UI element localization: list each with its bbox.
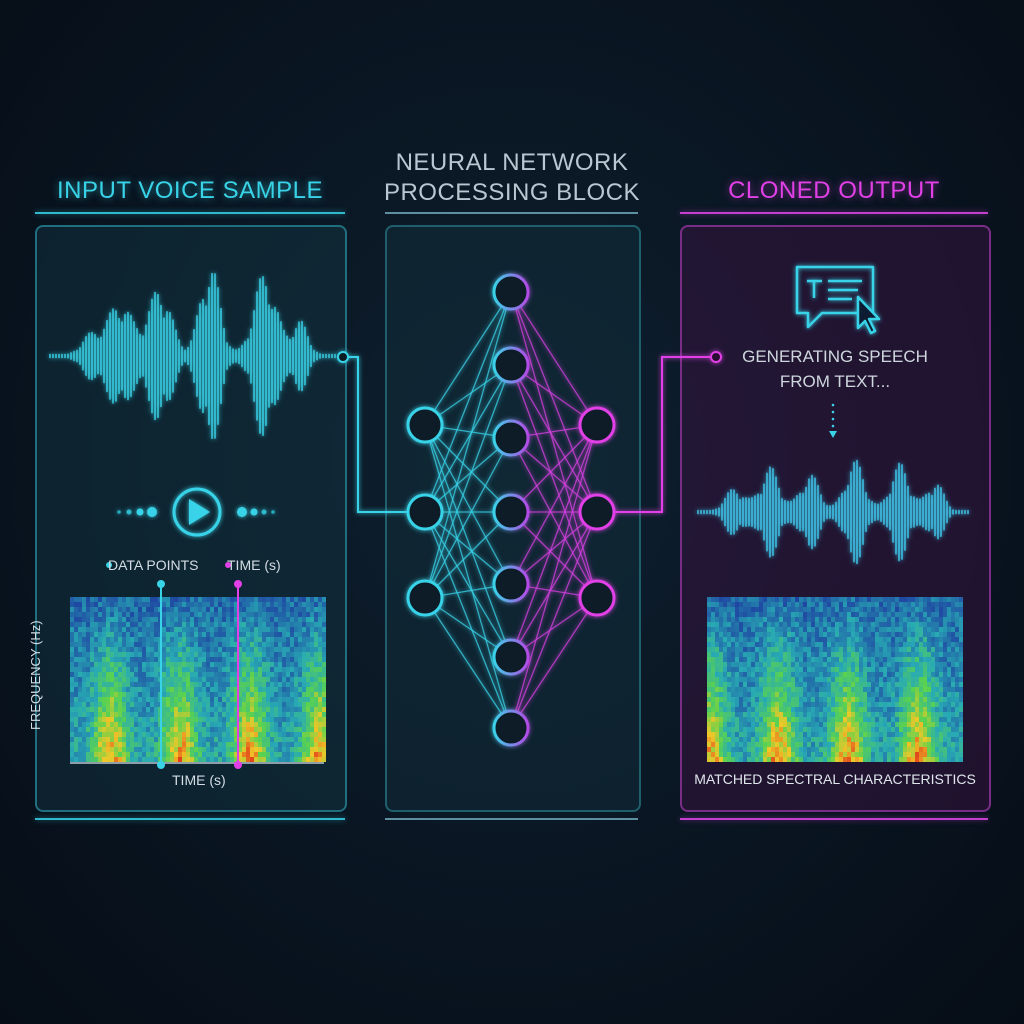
network-node bbox=[406, 406, 444, 444]
network-title-line2: PROCESSING BLOCK bbox=[383, 179, 641, 206]
data-points-marker bbox=[157, 580, 165, 769]
legend-time: TIME (s) bbox=[227, 557, 281, 573]
network-node bbox=[406, 493, 444, 531]
generating-status: GENERATING SPEECH FROM TEXT... bbox=[690, 344, 980, 394]
text-to-speech-icon bbox=[795, 265, 881, 335]
network-node bbox=[492, 493, 530, 531]
output-waveform bbox=[697, 459, 969, 565]
play-icon[interactable] bbox=[172, 487, 222, 537]
network-node bbox=[492, 709, 530, 747]
network-title-rule bbox=[385, 212, 638, 214]
legend-data-points: DATA POINTS bbox=[108, 557, 199, 573]
output-connector-dot bbox=[710, 351, 722, 363]
playback-control[interactable] bbox=[117, 487, 275, 537]
generating-status-line2: FROM TEXT... bbox=[779, 372, 891, 391]
output-spectrogram bbox=[707, 597, 963, 762]
x-axis-label: TIME (s) bbox=[172, 772, 226, 788]
network-node bbox=[492, 419, 530, 457]
input-title-rule bbox=[35, 212, 345, 214]
data-points-legend-dot bbox=[106, 562, 112, 568]
network-node bbox=[492, 638, 530, 676]
network-node bbox=[406, 579, 444, 617]
network-node bbox=[492, 565, 530, 603]
network-node bbox=[492, 346, 530, 384]
output-title: CLONED OUTPUT bbox=[728, 177, 940, 204]
input-title: INPUT VOICE SAMPLE bbox=[57, 177, 323, 204]
output-title-rule bbox=[680, 212, 988, 214]
output-caption: MATCHED SPECTRAL CHARACTERISTICS bbox=[694, 771, 976, 787]
output-bottom-rule bbox=[680, 818, 988, 820]
time-marker bbox=[234, 580, 242, 769]
input-waveform bbox=[49, 272, 336, 440]
arrow-down-icon bbox=[829, 403, 837, 438]
time-legend-dot bbox=[225, 562, 231, 568]
input-spectrogram bbox=[70, 597, 326, 764]
output-connector bbox=[597, 351, 722, 513]
network-bottom-rule bbox=[385, 818, 638, 820]
network-node bbox=[492, 273, 530, 311]
network-node bbox=[578, 493, 616, 531]
generating-status-line1: GENERATING SPEECH bbox=[742, 347, 928, 366]
y-axis-label: FREQUENCY (Hz) bbox=[28, 620, 43, 730]
network-node bbox=[578, 406, 616, 444]
network-node bbox=[578, 579, 616, 617]
network-title-line1: NEURAL NETWORK bbox=[395, 149, 629, 176]
network-title: NEURAL NETWORK PROCESSING BLOCK bbox=[383, 148, 641, 208]
input-connector-dot bbox=[337, 351, 349, 363]
input-connector bbox=[337, 351, 425, 513]
neural-network bbox=[406, 273, 616, 747]
input-bottom-rule bbox=[35, 818, 345, 820]
